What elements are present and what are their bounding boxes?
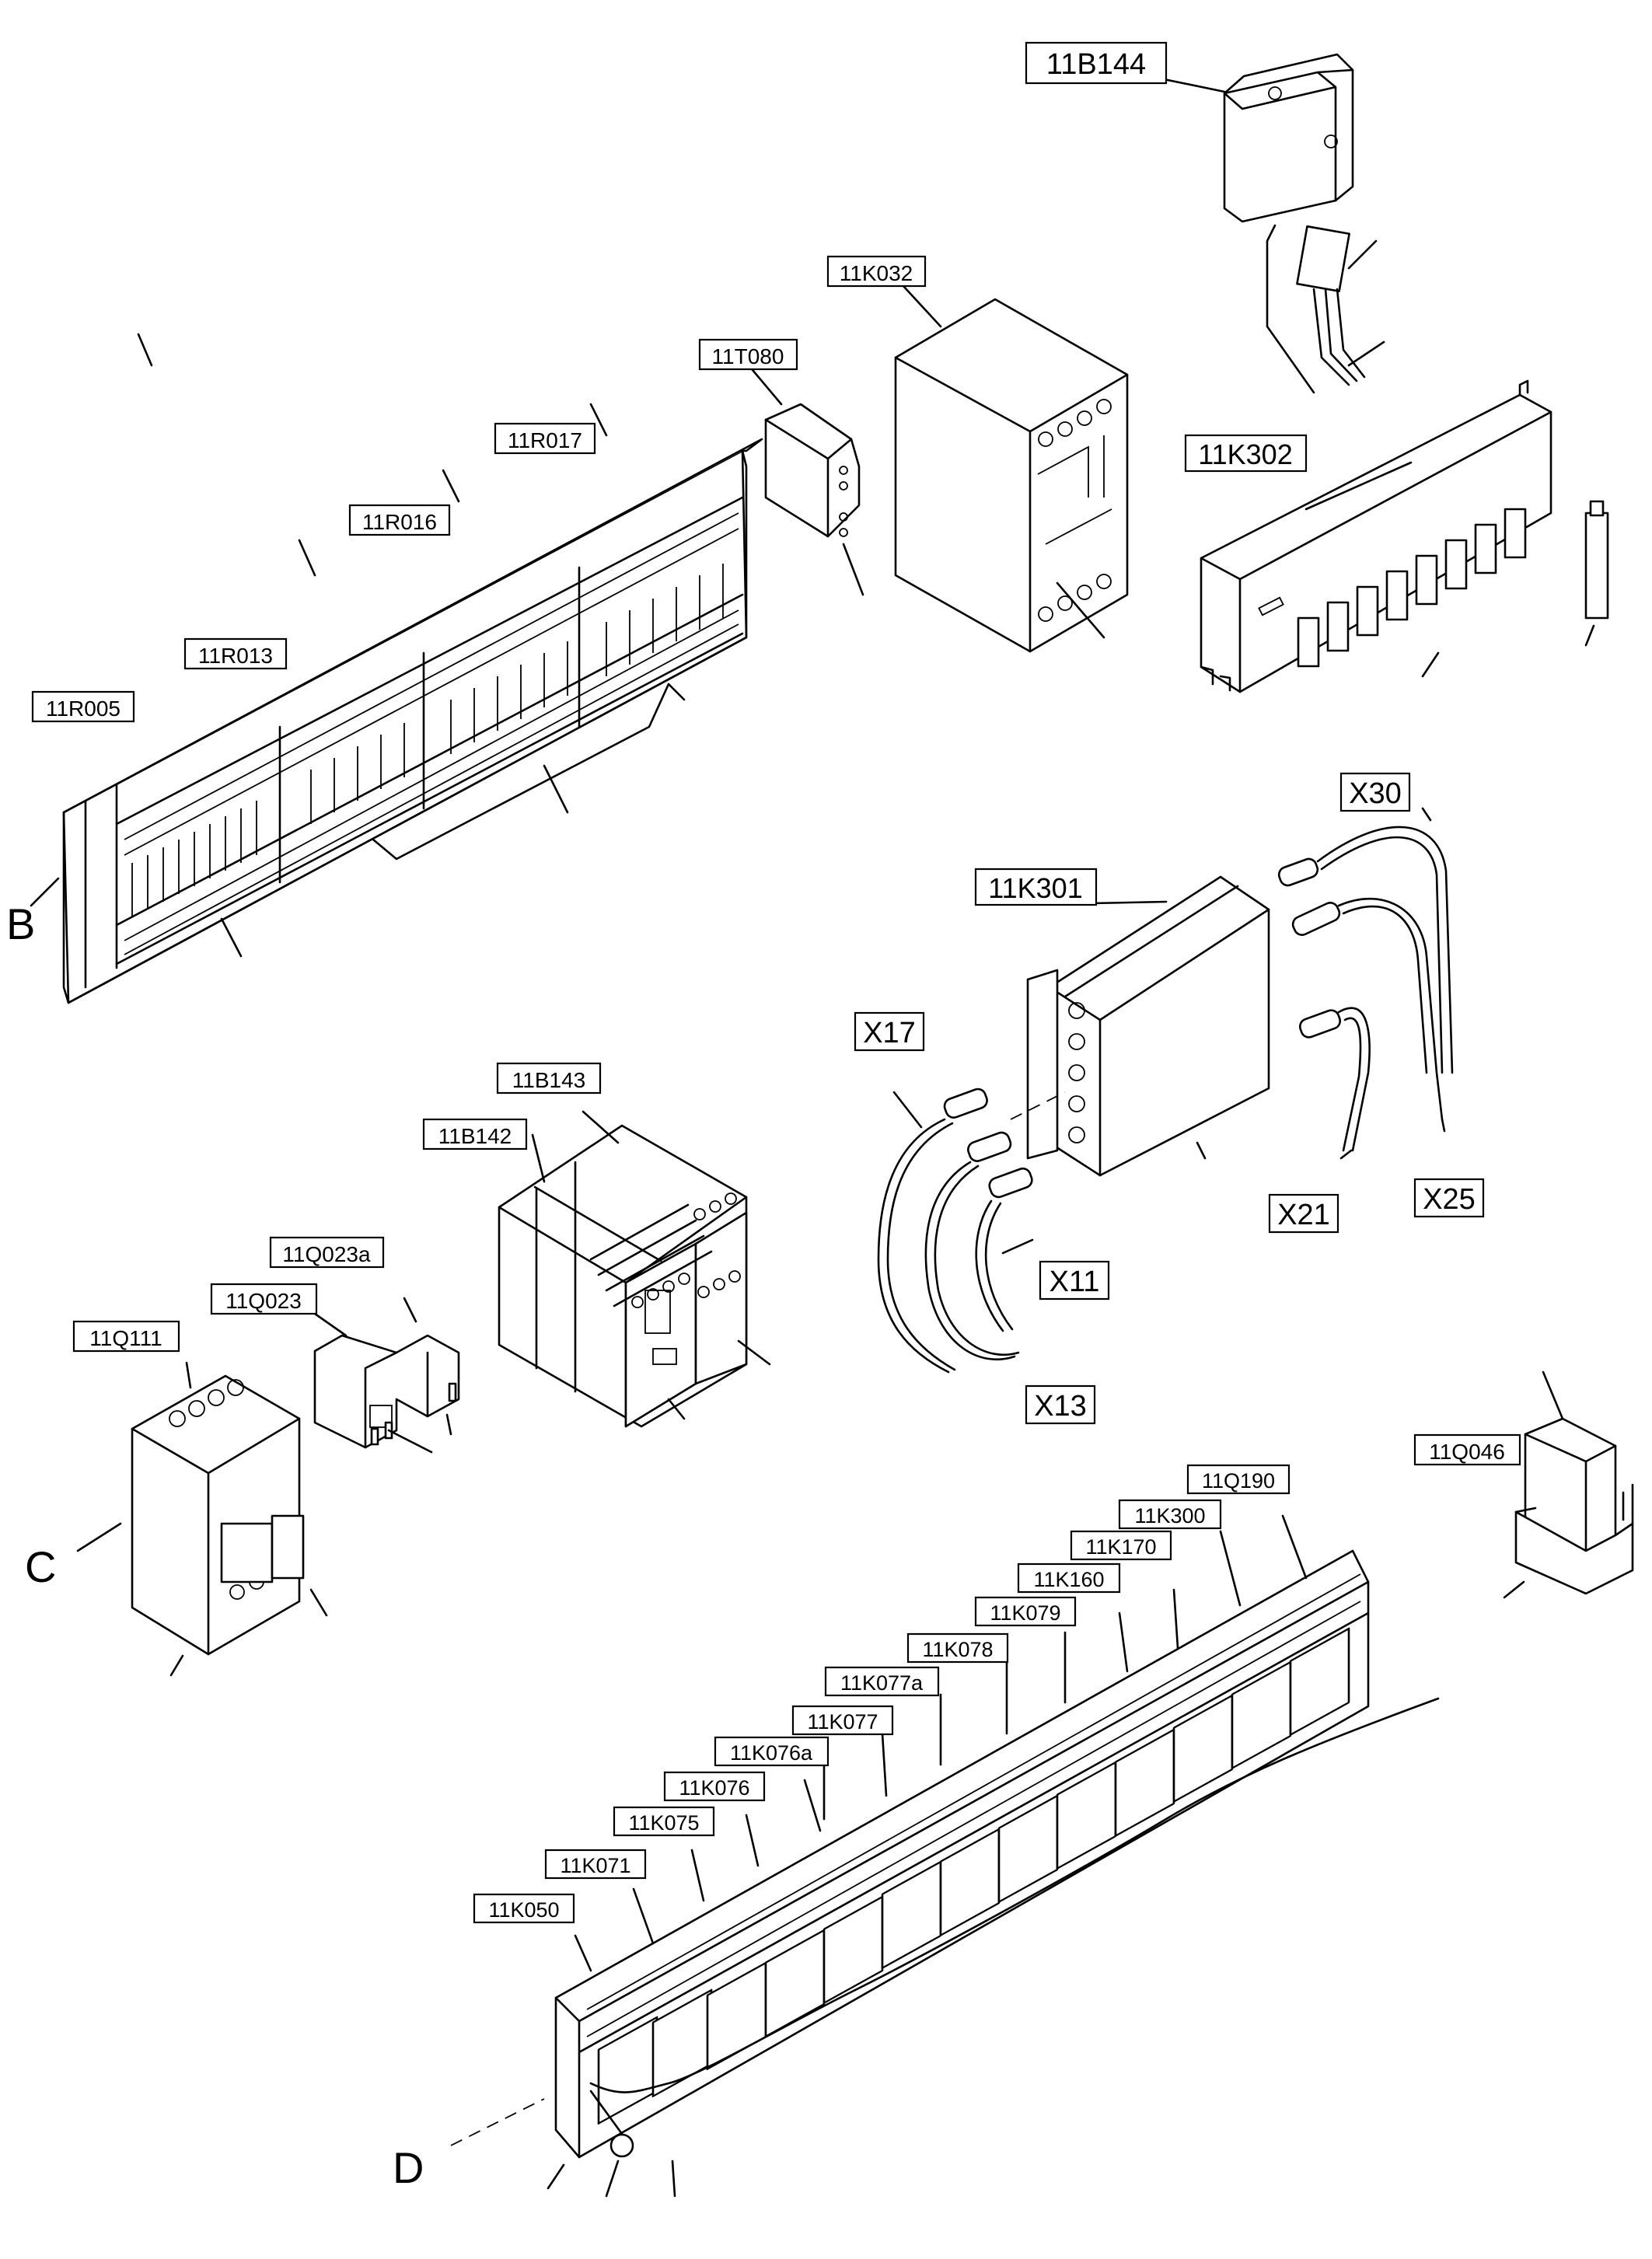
label-X13: X13 <box>1025 1384 1096 1425</box>
label-11Q023: 11Q023 <box>210 1283 318 1315</box>
part-11K032 <box>892 274 1129 653</box>
label-11K076: 11K076 <box>663 1771 766 1802</box>
svg-text:11K302: 11K302 <box>1198 438 1292 470</box>
rack-leader-lines <box>574 1514 1308 1972</box>
svg-text:11K300: 11K300 <box>1134 1504 1205 1528</box>
svg-text:11T080: 11T080 <box>712 344 784 368</box>
svg-text:11K170: 11K170 <box>1085 1535 1156 1559</box>
resistor-elements <box>131 564 724 917</box>
svg-text:11K076: 11K076 <box>679 1776 749 1800</box>
label-11B143: 11B143 <box>496 1062 602 1095</box>
terminal-row-bottom <box>124 609 739 955</box>
part-11B142-11B143 <box>498 1110 771 1428</box>
label-11R005: 11R005 <box>31 690 135 723</box>
label-11T080: 11T080 <box>698 338 798 371</box>
section-d-label: D <box>393 2143 424 2192</box>
svg-text:11K160: 11K160 <box>1033 1568 1104 1591</box>
label-11B142: 11B142 <box>422 1118 528 1150</box>
label-11B144: 11B144 <box>1025 41 1168 85</box>
label-11R013: 11R013 <box>183 637 288 670</box>
svg-text:X21: X21 <box>1277 1199 1330 1231</box>
terminal-row-top <box>124 512 739 856</box>
label-11K301: 11K301 <box>974 868 1098 906</box>
rack-relays <box>597 1627 1350 2125</box>
label-11K050: 11K050 <box>473 1893 575 1924</box>
label-11Q046: 11Q046 <box>1413 1433 1521 1466</box>
svg-text:11Q190: 11Q190 <box>1202 1469 1275 1493</box>
svg-text:11R005: 11R005 <box>46 697 120 721</box>
label-11K075: 11K075 <box>613 1806 715 1837</box>
part-11Q111 <box>76 1361 328 1677</box>
svg-text:11K079: 11K079 <box>990 1601 1060 1625</box>
label-11K077: 11K077 <box>791 1705 894 1736</box>
label-11K032: 11K032 <box>826 255 927 288</box>
svg-text:11K050: 11K050 <box>488 1898 559 1922</box>
b143-terminals <box>631 1192 741 1308</box>
label-X17: X17 <box>854 1011 925 1052</box>
label-X11: X11 <box>1039 1260 1110 1301</box>
svg-text:11R016: 11R016 <box>362 510 437 534</box>
svg-text:X25: X25 <box>1423 1183 1476 1216</box>
label-11K079: 11K079 <box>974 1596 1077 1627</box>
svg-text:11K032: 11K032 <box>840 261 913 285</box>
label-11Q111: 11Q111 <box>72 1320 180 1353</box>
label-11K077a: 11K077a <box>824 1666 940 1697</box>
part-11B144-connector <box>1266 224 1385 394</box>
label-11K160: 11K160 <box>1017 1562 1121 1594</box>
svg-text:11R013: 11R013 <box>198 644 273 668</box>
svg-text:X30: X30 <box>1349 777 1402 810</box>
svg-text:11K077a: 11K077a <box>840 1671 924 1695</box>
label-11R016: 11R016 <box>348 504 451 536</box>
part-11T080 <box>747 364 864 596</box>
k032-terminals-top <box>1038 399 1112 447</box>
svg-text:11Q046: 11Q046 <box>1429 1440 1505 1464</box>
svg-text:X11: X11 <box>1050 1266 1100 1298</box>
label-11Q023a: 11Q023a <box>269 1236 385 1269</box>
label-11K170: 11K170 <box>1070 1530 1172 1561</box>
svg-text:11K071: 11K071 <box>560 1854 630 1877</box>
part-11B144-box <box>1098 53 1354 223</box>
svg-text:11B142: 11B142 <box>438 1124 512 1148</box>
label-X25: X25 <box>1413 1178 1485 1218</box>
part-terminal-strip-B <box>30 333 763 1004</box>
k032-terminals-bottom <box>1038 574 1112 622</box>
cable-bundle-left <box>877 1088 1066 1374</box>
svg-text:11K077: 11K077 <box>807 1710 878 1734</box>
label-11Q190: 11Q190 <box>1186 1464 1291 1495</box>
part-11K301 <box>1026 875 1270 1177</box>
svg-text:11K078: 11K078 <box>922 1638 993 1661</box>
part-relay-rack-D <box>450 1514 1440 2198</box>
svg-text:11B144: 11B144 <box>1046 48 1146 81</box>
label-X21: X21 <box>1268 1193 1339 1234</box>
cable-bundle-right <box>1277 807 1454 1160</box>
svg-text:11Q111: 11Q111 <box>89 1326 162 1350</box>
svg-text:11B143: 11B143 <box>512 1068 585 1092</box>
svg-text:11Q023: 11Q023 <box>225 1289 302 1313</box>
k302-plugin-blocks <box>1297 508 1527 668</box>
label-11K076a: 11K076a <box>714 1736 829 1767</box>
svg-text:11K076a: 11K076a <box>730 1741 813 1765</box>
svg-text:11K301: 11K301 <box>988 872 1082 904</box>
label-11K078: 11K078 <box>906 1632 1009 1664</box>
label-11K300: 11K300 <box>1118 1499 1222 1530</box>
rack-socket-row-top <box>586 1573 1361 2037</box>
section-c-label: C <box>25 1542 56 1591</box>
part-11Q023 <box>313 1297 460 1454</box>
label-11K302: 11K302 <box>1184 434 1308 473</box>
label-X30: X30 <box>1339 772 1411 812</box>
svg-text:X17: X17 <box>863 1017 916 1049</box>
k301-sockets <box>1068 1002 1085 1143</box>
svg-text:11Q023a: 11Q023a <box>282 1242 371 1266</box>
part-11K302 <box>1200 379 1609 693</box>
svg-text:X13: X13 <box>1034 1390 1087 1423</box>
label-11K071: 11K071 <box>544 1849 647 1880</box>
label-11R017: 11R017 <box>494 422 596 455</box>
section-b-label: B <box>6 899 35 948</box>
part-11Q046 <box>1503 1370 1634 1599</box>
svg-text:11K075: 11K075 <box>628 1811 699 1835</box>
svg-text:11R017: 11R017 <box>508 428 582 452</box>
